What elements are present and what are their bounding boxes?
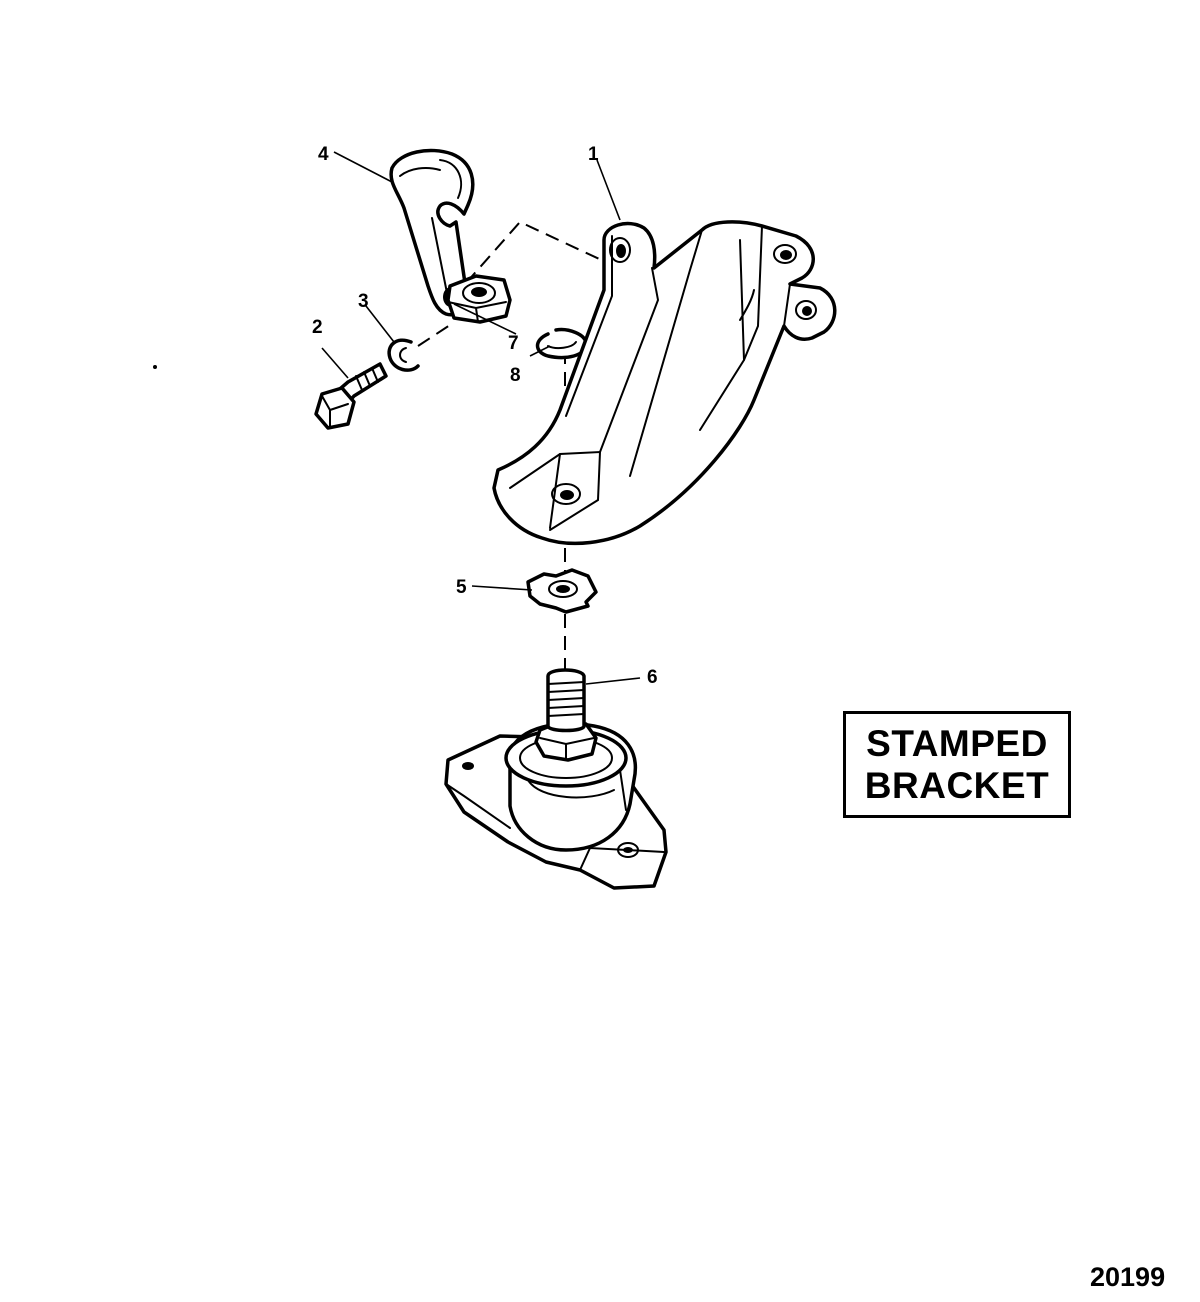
- hook-clip-part: [389, 148, 475, 317]
- engine-mount-part: [444, 668, 668, 890]
- bolt-part: [314, 362, 388, 430]
- callout-4: 4: [318, 144, 329, 165]
- stamped-bracket-label: STAMPED BRACKET: [843, 711, 1071, 818]
- callout-leaders: [321, 151, 641, 685]
- tab-washer-part: [526, 568, 598, 614]
- callout-numbers: 1 2 3 4 5 6 7 8: [312, 144, 658, 688]
- nut-part: [446, 274, 512, 324]
- callout-7: 7: [508, 333, 519, 354]
- callout-3: 3: [358, 291, 369, 312]
- callout-5: 5: [456, 577, 467, 598]
- callout-2: 2: [312, 317, 323, 338]
- label-line-2: BRACKET: [864, 764, 1050, 806]
- callout-6: 6: [647, 667, 658, 688]
- lock-washer-8: [535, 327, 588, 360]
- lock-washer-3: [387, 338, 420, 372]
- label-line-1: STAMPED: [866, 722, 1048, 764]
- callout-8: 8: [510, 365, 521, 386]
- figure-number: 20199: [1090, 1262, 1166, 1292]
- callout-1: 1: [588, 144, 599, 165]
- mounting-bracket-part: [492, 220, 837, 546]
